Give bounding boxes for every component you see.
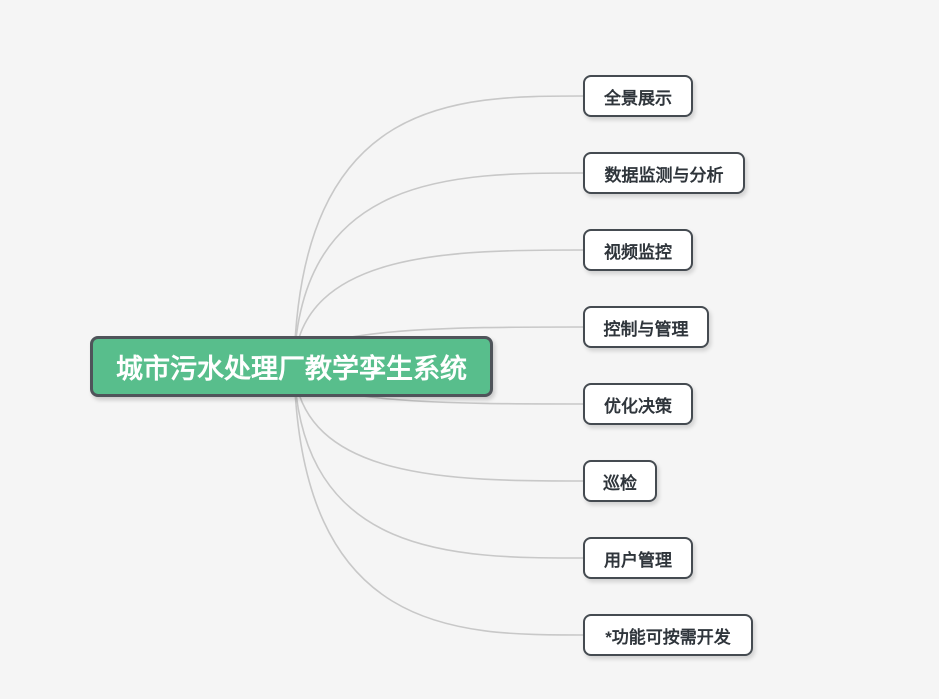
connector-line xyxy=(293,95,584,367)
mindmap-node-user-mgmt[interactable]: 用户管理 xyxy=(583,537,693,579)
mindmap-root-node[interactable]: 城市污水处理厂教学孪生系统 xyxy=(90,336,493,397)
mindmap-node-inspection[interactable]: 巡检 xyxy=(583,460,657,502)
connector-line xyxy=(293,365,584,482)
mindmap-node-control[interactable]: 控制与管理 xyxy=(583,306,709,348)
connector-line xyxy=(293,365,584,636)
mindmap-node-on-demand[interactable]: *功能可按需开发 xyxy=(583,614,753,656)
mindmap-node-optimization[interactable]: 优化决策 xyxy=(583,383,693,425)
connector-line xyxy=(293,365,584,559)
connector-line xyxy=(293,249,584,367)
connector-line xyxy=(293,172,584,367)
mindmap-node-video[interactable]: 视频监控 xyxy=(583,229,693,271)
mindmap-node-panorama[interactable]: 全景展示 xyxy=(583,75,693,117)
mindmap-node-data-monitoring[interactable]: 数据监测与分析 xyxy=(583,152,745,194)
